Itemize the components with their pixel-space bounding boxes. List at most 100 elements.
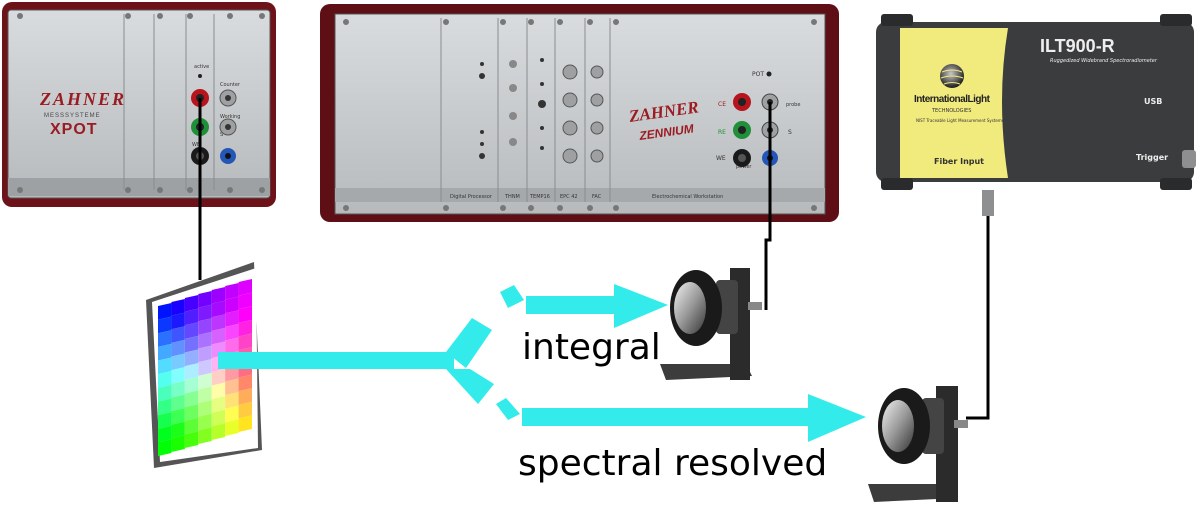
light-beams <box>218 284 866 442</box>
spectrometer-model-sub: Ruggedized Widebrand Spectroradiometer <box>1050 58 1158 64</box>
zennium-port-pot: POT <box>752 71 764 78</box>
spectral-detector <box>868 386 968 502</box>
mosaic-cell <box>225 283 239 300</box>
mosaic-cell <box>238 388 252 405</box>
mosaic-cell <box>238 279 252 296</box>
label-integral: integral <box>522 327 661 368</box>
mosaic-cell <box>184 417 199 435</box>
mosaic-cell <box>158 425 172 443</box>
mosaic-cell <box>171 435 185 452</box>
spectrometer-globe-logo <box>940 64 964 88</box>
spectrometer-brand: InternationalLight <box>914 94 991 105</box>
mosaic-cell <box>211 409 226 427</box>
xpot-sub: MESSSYSTEME <box>44 113 101 119</box>
zennium-port-probe: probe <box>786 102 800 108</box>
mosaic-cell <box>171 339 185 357</box>
arrow-integral <box>614 284 668 328</box>
xpot-label-active: active <box>194 64 209 70</box>
mosaic-cell <box>198 427 212 444</box>
zennium-screws <box>343 19 817 211</box>
cable-zennium-to-integral-detector <box>764 102 772 310</box>
mosaic-cell <box>198 400 212 417</box>
mosaic-cell <box>211 287 226 304</box>
zennium-jack-red <box>733 93 751 111</box>
xpot-device: ZAHNER MESSSYSTEME XPOT active Counter W… <box>2 2 276 207</box>
zennium-slot-workstation: Electrochemical Workstation <box>652 194 723 200</box>
mosaic-cell <box>171 421 185 439</box>
beam-split-lower <box>446 369 494 404</box>
spectrometer-brand-sub: TECHNOLOGIES <box>931 108 971 114</box>
spectrometer-model: ILT900-R <box>1040 36 1115 56</box>
xpot-label-working: Working <box>220 114 240 120</box>
mosaic-cell <box>171 353 185 371</box>
spectrometer-trigger: Trigger <box>1136 153 1168 162</box>
mosaic-cell <box>158 316 172 334</box>
integral-detector <box>660 268 762 380</box>
mosaic-cell <box>198 413 212 431</box>
mosaic-cell <box>171 299 185 316</box>
mosaic-cell <box>238 333 252 351</box>
zennium-device: Digital Processor THNM TEMP16 EPC 42 FAC… <box>320 4 839 222</box>
mosaic-cell <box>198 291 212 308</box>
zennium-port-power: power <box>736 164 752 170</box>
mosaic-cell <box>211 314 226 331</box>
beam-spectral <box>522 408 812 426</box>
mosaic-cell <box>238 401 252 419</box>
zennium-slot-thnm: THNM <box>504 194 520 200</box>
spectrometer-tagline: NIST Traceable Light Measurement Systems <box>916 118 1004 123</box>
xpot-bnc-1 <box>219 89 237 107</box>
zennium-led <box>766 71 772 77</box>
zennium-slot-fac: FAC <box>592 194 602 200</box>
mosaic-cell <box>158 357 172 375</box>
mosaic-cell <box>198 345 212 363</box>
beam-main <box>218 352 454 369</box>
mosaic-cell <box>158 343 172 361</box>
cable-fiber-to-spectral-detector <box>966 216 990 420</box>
mosaic-cell <box>211 423 226 440</box>
mosaic-cell <box>184 390 199 408</box>
mosaic-cell <box>238 415 252 432</box>
zennium-port-re: RE <box>718 129 726 136</box>
mosaic-cell <box>184 335 199 353</box>
mosaic-cell <box>158 398 172 416</box>
mosaic-cell <box>225 337 239 355</box>
xpot-model: XPOT <box>50 121 98 138</box>
mosaic-cell <box>211 382 226 400</box>
mosaic-cell <box>184 308 199 326</box>
xpot-bnc-blue <box>220 148 236 164</box>
mosaic-cell <box>225 323 239 341</box>
mosaic-cell <box>171 312 185 330</box>
mosaic-cell <box>184 349 199 367</box>
zennium-slot-digital-processor: Digital Processor <box>450 194 493 200</box>
mosaic-cell <box>198 359 212 376</box>
mosaic-cell <box>171 394 185 412</box>
xpot-brand: ZAHNER <box>39 89 126 109</box>
mosaic-cell <box>225 378 239 396</box>
mosaic-cell <box>184 322 199 339</box>
mosaic-cell <box>225 405 239 423</box>
mosaic-cell <box>225 310 239 327</box>
mosaic-cell <box>184 376 199 394</box>
mosaic-cell <box>158 439 172 456</box>
mosaic-cell <box>184 404 199 421</box>
zennium-slot-temp16: TEMP16 <box>529 194 550 200</box>
spectrometer-device: InternationalLight TECHNOLOGIES NIST Tra… <box>876 14 1196 216</box>
xpot-led <box>198 74 202 78</box>
arrow-spectral <box>808 394 866 442</box>
mosaic-cell <box>198 386 212 404</box>
mosaic-cell <box>211 368 226 386</box>
xpot-label-counter: Counter <box>220 82 241 88</box>
spectrometer-fiber-input: Fiber Input <box>934 157 984 166</box>
zennium-jack-black <box>733 149 751 167</box>
mosaic-cell <box>198 304 212 322</box>
xpot-screws <box>17 13 265 193</box>
mosaic-cell <box>238 319 252 337</box>
mosaic-cell <box>225 296 239 314</box>
spectrometer-trigger-port <box>1182 150 1196 168</box>
beam-integral <box>526 296 616 314</box>
zennium-slot-epc42: EPC 42 <box>560 194 578 200</box>
mosaic-cell <box>171 326 185 343</box>
xpot-bnc-2 <box>219 118 237 136</box>
mosaic-cell <box>184 363 199 380</box>
